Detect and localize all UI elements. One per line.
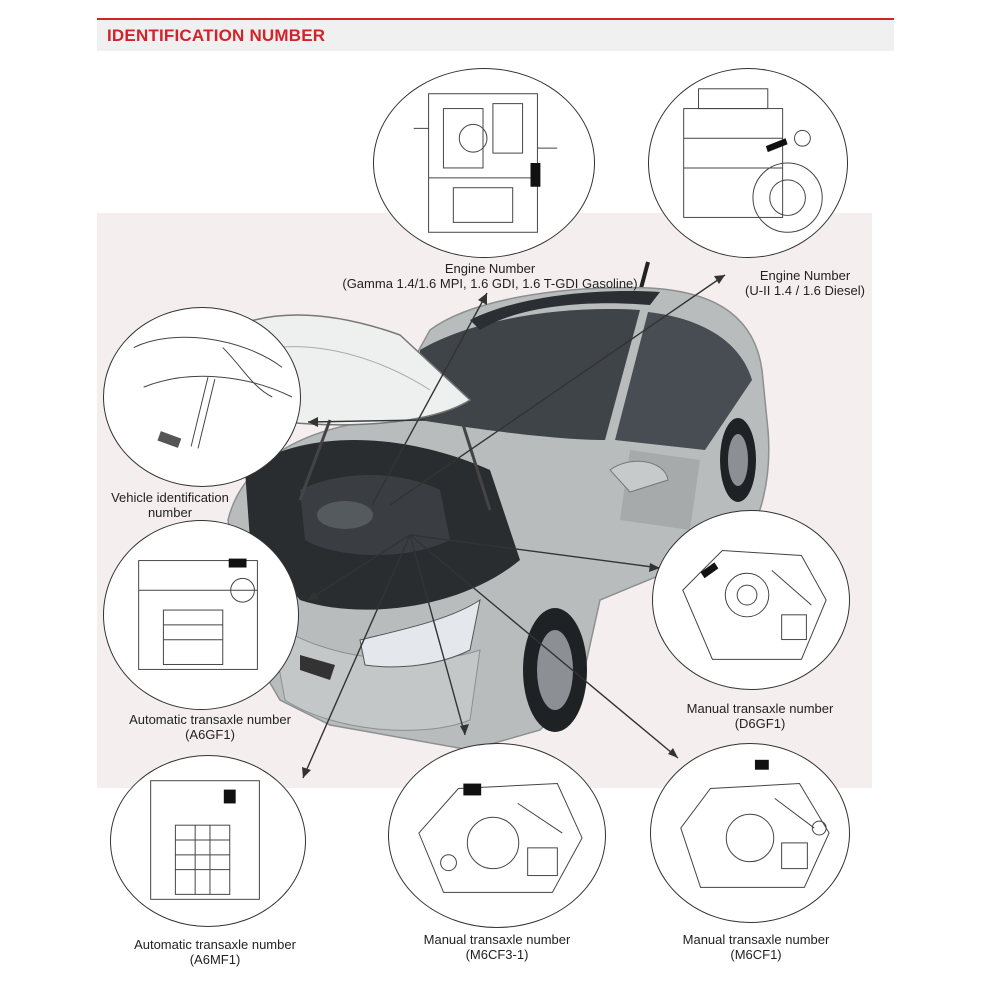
label-engine-u2-title: Engine Number: [759, 268, 851, 283]
a6mf1-diagram: [110, 755, 306, 927]
label-vin-line1: Vehicle identification: [111, 490, 229, 505]
label-m6cf1-title: Manual transaxle number: [682, 932, 830, 947]
label-a6mf1: Automatic transaxle number (A6MF1): [110, 937, 320, 967]
section-title: IDENTIFICATION NUMBER: [107, 26, 326, 45]
label-d6gf1-title: Manual transaxle number: [686, 701, 834, 716]
label-a6mf1-model: (A6MF1): [189, 952, 241, 967]
label-a6gf1-title: Automatic transaxle number: [129, 712, 291, 727]
label-vin-line2: number: [147, 505, 193, 520]
label-m6cf3: Manual transaxle number (M6CF3-1): [397, 932, 597, 962]
d6gf1-diagram: [652, 510, 850, 690]
a6gf1-diagram: [103, 520, 299, 710]
label-a6gf1: Automatic transaxle number (A6GF1): [105, 712, 315, 742]
label-d6gf1: Manual transaxle number (D6GF1): [660, 701, 860, 731]
label-m6cf3-model: (M6CF3-1): [465, 947, 529, 962]
engine-u2-diagram: [648, 68, 848, 258]
label-engine-gamma: Engine Number (Gamma 1.4/1.6 MPI, 1.6 GD…: [300, 261, 680, 291]
label-vin: Vehicle identification number: [95, 490, 245, 520]
label-engine-u2-models: (U-II 1.4 / 1.6 Diesel): [745, 283, 865, 298]
label-m6cf3-title: Manual transaxle number: [423, 932, 571, 947]
m6cf3-diagram: [388, 743, 606, 928]
m6cf1-diagram: [650, 743, 850, 923]
label-a6mf1-title: Automatic transaxle number: [134, 937, 296, 952]
engine-gamma-diagram: [373, 68, 595, 258]
label-engine-u2: Engine Number (U-II 1.4 / 1.6 Diesel): [720, 268, 890, 298]
label-engine-gamma-models: (Gamma 1.4/1.6 MPI, 1.6 GDI, 1.6 T-GDI G…: [342, 276, 638, 291]
label-m6cf1-model: (M6CF1): [730, 947, 782, 962]
label-d6gf1-model: (D6GF1): [734, 716, 786, 731]
label-m6cf1: Manual transaxle number (M6CF1): [656, 932, 856, 962]
label-a6gf1-model: (A6GF1): [185, 727, 235, 742]
label-engine-gamma-title: Engine Number: [444, 261, 536, 276]
section-header: IDENTIFICATION NUMBER: [97, 18, 894, 51]
vin-diagram: [103, 307, 301, 487]
